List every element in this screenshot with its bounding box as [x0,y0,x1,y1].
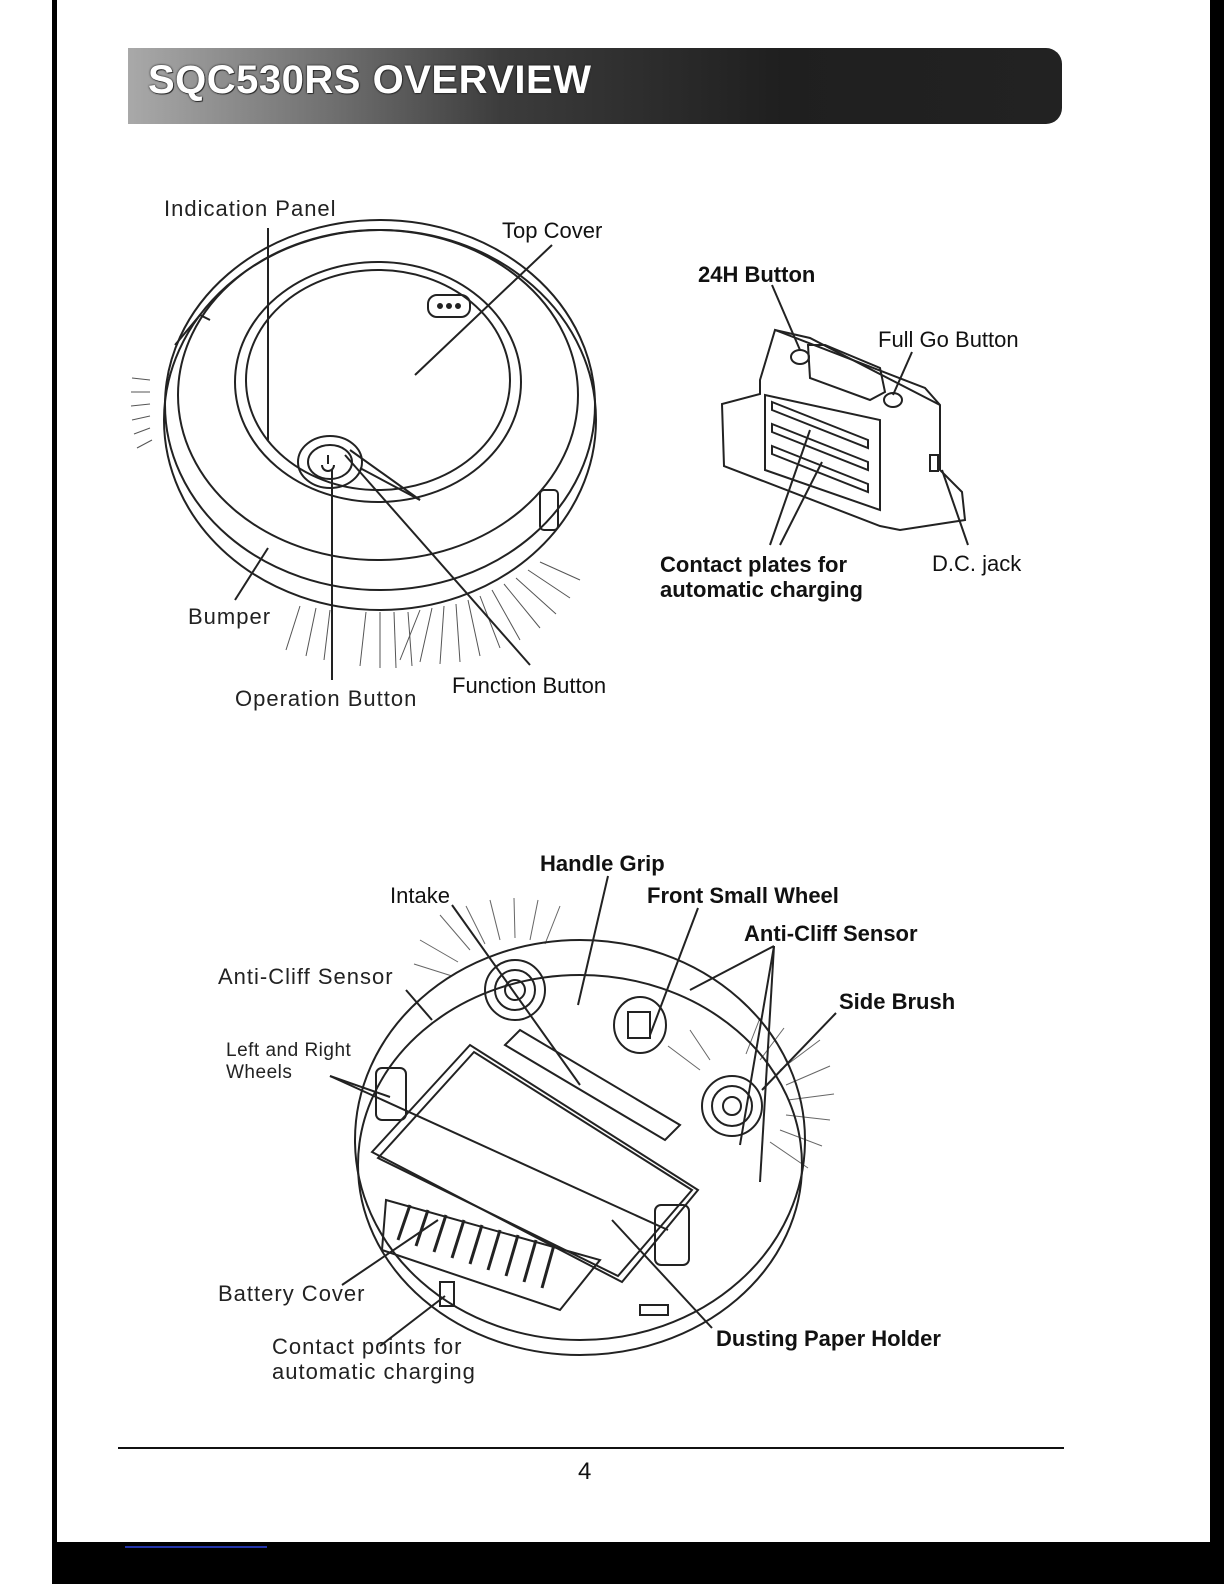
label-anti-cliff-sensor-left: Anti-Cliff Sensor [218,964,394,989]
page-title: SQC530RS OVERVIEW [148,58,592,102]
label-full-go-button: Full Go Button [878,327,1019,352]
label-contact-points: Contact points for automatic charging [272,1334,476,1385]
footer-rule [118,1447,1064,1449]
page-border-bottom [52,1542,1224,1584]
label-contact-plates: Contact plates for automatic charging [660,552,863,603]
label-indication-panel: Indication Panel [164,196,337,221]
label-top-cover: Top Cover [502,218,603,243]
label-bumper: Bumper [188,604,272,629]
robot-bottom-view [354,897,835,1356]
label-handle-grip: Handle Grip [540,851,665,876]
label-intake: Intake [390,883,450,908]
robot-top-view [130,219,597,669]
label-dusting-paper-holder: Dusting Paper Holder [716,1326,941,1351]
page-border-right [1210,0,1224,1584]
label-anti-cliff-sensor-right: Anti-Cliff Sensor [744,921,918,946]
label-left-right-wheels: Left and Right Wheels [226,1040,352,1083]
label-24h-button: 24H Button [698,262,816,287]
label-operation-button: Operation Button [235,686,418,711]
label-side-brush: Side Brush [839,989,956,1014]
label-function-button: Function Button [452,673,607,698]
title-banner [128,48,1062,124]
page-number: 4 [578,1458,592,1485]
label-front-small-wheel: Front Small Wheel [647,883,839,908]
label-battery-cover: Battery Cover [218,1281,366,1306]
bottom-link-mark [125,1546,267,1548]
charging-base [720,328,967,532]
page-border-left [52,0,57,1584]
label-dc-jack: D.C. jack [932,551,1022,576]
